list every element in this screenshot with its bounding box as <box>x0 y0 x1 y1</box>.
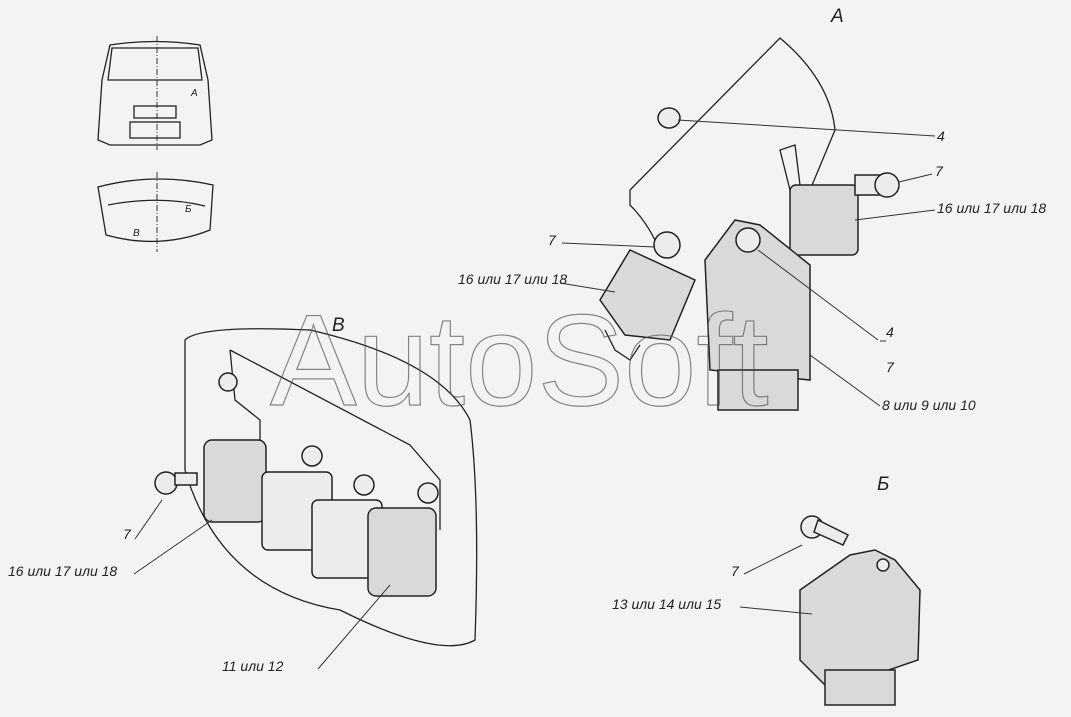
view-a-callouts <box>559 119 936 407</box>
view-a-assembly <box>599 37 900 411</box>
view-b-callouts <box>739 544 813 615</box>
engine-bay-inset: Б В <box>97 172 214 252</box>
inset-mark-a: А <box>190 88 198 99</box>
view-b-title: Б <box>877 474 889 495</box>
watermark: AutoSoft <box>270 287 769 433</box>
callout-a-bolt-left: 7 <box>548 232 557 248</box>
callout-v-bolt: 7 <box>123 526 132 542</box>
callout-a-relay-right: 16 или 17 или 18 <box>937 200 1046 216</box>
callout-a-big-relay: 8 или 9 или 10 <box>882 397 976 413</box>
callout-a-nut: 4 <box>937 128 945 144</box>
callout-a-bolt-right: 7 <box>935 163 944 179</box>
view-v-callouts <box>133 499 391 670</box>
view-v-title: В <box>332 315 345 336</box>
inset-mark-v: В <box>133 228 140 239</box>
vehicle-front-inset: А <box>97 36 213 150</box>
view-v-assembly <box>154 328 478 647</box>
callout-b-relay: 13 или 14 или 15 <box>612 596 721 612</box>
view-b-assembly <box>799 515 921 706</box>
inset-mark-b: Б <box>185 204 192 215</box>
callout-v-relay2: 11 или 12 <box>222 658 284 674</box>
callout-b-bolt: 7 <box>731 563 740 579</box>
callout-v-relay: 16 или 17 или 18 <box>8 563 117 579</box>
view-a-title: А <box>830 6 844 27</box>
callout-a-relay-left: 16 или 17 или 18 <box>458 271 567 287</box>
callout-a-bracket-7: 7 <box>886 359 895 375</box>
callout-a-bracket-4: 4 <box>886 324 894 340</box>
